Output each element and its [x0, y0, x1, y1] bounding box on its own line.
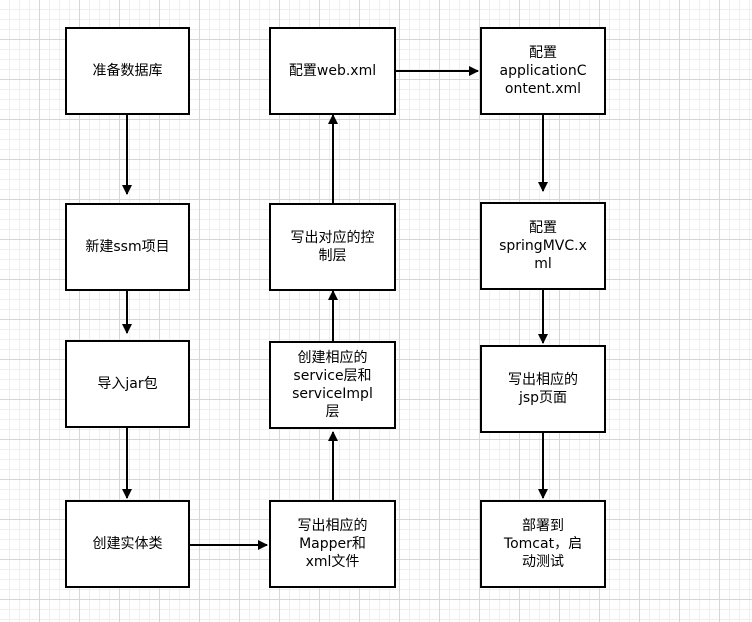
- node-prepare-database: 准备数据库: [65, 27, 190, 115]
- node-create-service: 创建相应的 service层和 serviceImpl 层: [269, 341, 396, 429]
- node-create-entity: 创建实体类: [65, 500, 190, 588]
- node-config-application-content: 配置 applicationC ontent.xml: [480, 27, 606, 115]
- node-import-jar: 导入jar包: [65, 340, 190, 428]
- node-write-mapper: 写出相应的 Mapper和 xml文件: [269, 500, 396, 588]
- node-deploy-tomcat: 部署到 Tomcat，启 动测试: [480, 500, 606, 588]
- node-write-controller: 写出对应的控 制层: [269, 203, 396, 291]
- node-new-ssm-project: 新建ssm项目: [65, 203, 190, 291]
- node-write-jsp: 写出相应的 jsp页面: [480, 345, 606, 433]
- node-config-springmvc: 配置 springMVC.x ml: [480, 202, 606, 290]
- node-config-web-xml: 配置web.xml: [269, 27, 396, 115]
